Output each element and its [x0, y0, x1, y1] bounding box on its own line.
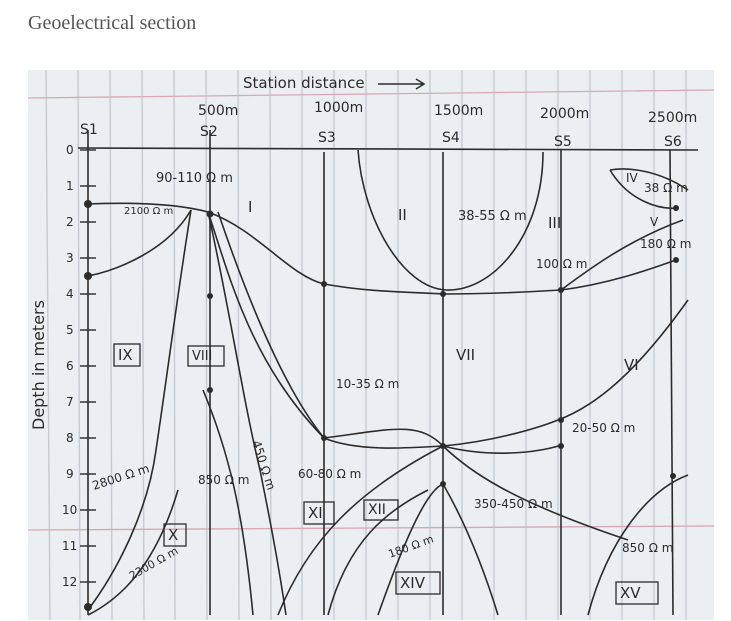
- depth-tick-label: 10: [62, 503, 77, 517]
- depth-tick-label: 3: [66, 251, 74, 265]
- station-name: S1: [80, 122, 98, 138]
- station-name: S2: [200, 124, 218, 140]
- depth-tick-label: 9: [66, 467, 74, 481]
- resistivity-label: 350-450 Ω m: [474, 497, 553, 511]
- resistivity-label: 2100 Ω m: [124, 206, 173, 217]
- resistivity-label: 38-55 Ω m: [458, 209, 527, 224]
- depth-tick-label: 0: [66, 143, 74, 157]
- zone-numeral: XI: [308, 504, 323, 522]
- zone-numeral: VI: [624, 356, 639, 374]
- depth-tick-label: 7: [66, 395, 74, 409]
- zone-numeral: III: [548, 214, 561, 232]
- arrow-icon: [378, 78, 426, 90]
- data-points: [84, 200, 679, 611]
- depth-tick-label: 1: [66, 179, 74, 193]
- depth-tick-label: 2: [66, 215, 74, 229]
- zone-numeral: II: [398, 206, 407, 224]
- margin-lines: [28, 89, 714, 531]
- station-distance: 1000m: [314, 100, 363, 116]
- page-title: Geoelectrical section: [28, 12, 197, 34]
- zone-numeral: VII: [456, 346, 475, 364]
- station-labels: S1 500m S2 1000m S3 1500m S4 2000m S5 25…: [80, 100, 697, 150]
- station-distance: 1500m: [434, 103, 483, 119]
- zone-numeral: X: [168, 526, 178, 544]
- resistivity-label: 100 Ω m: [536, 257, 587, 271]
- station-distance: 2000m: [540, 106, 589, 122]
- depth-tick-label: 6: [66, 359, 74, 373]
- resistivity-label: 850 Ω m: [198, 473, 249, 487]
- depth-numbers: 0 1 2 3 4 5 6 7 8 9 10 11 12: [62, 143, 77, 589]
- resistivity-label: 90-110 Ω m: [156, 171, 233, 186]
- depth-tick-label: 5: [66, 323, 74, 337]
- zone-numeral: IX: [118, 346, 133, 364]
- zone-numeral: XV: [620, 584, 641, 602]
- resistivity-label: 180 Ω m: [640, 237, 691, 251]
- station-name: S6: [664, 134, 682, 150]
- section-frame: [77, 130, 699, 616]
- zone-boxes: [113, 343, 659, 605]
- resistivity-label: 850 Ω m: [622, 541, 673, 555]
- resistivity-label: 60-80 Ω m: [298, 467, 361, 481]
- resistivity-label: 38 Ω m: [644, 181, 688, 195]
- station-distance: 2500m: [648, 110, 697, 126]
- depth-tick-label: 12: [62, 575, 77, 589]
- depth-tick-label: 8: [66, 431, 74, 445]
- depth-ticks: [80, 149, 96, 583]
- zone-numeral: V: [650, 215, 659, 229]
- layer-boundaries: [87, 149, 689, 616]
- zone-numeral: I: [248, 198, 252, 216]
- geoelectrical-section-drawing: Station distance S1 500m S2 1000m S3 150…: [28, 70, 714, 620]
- station-name: S3: [318, 130, 336, 146]
- station-name: S4: [442, 130, 460, 146]
- zone-numeral: XII: [368, 502, 386, 518]
- zone-numeral: XIV: [400, 574, 426, 592]
- station-name: S5: [554, 134, 572, 150]
- resistivity-label: 20-50 Ω m: [572, 421, 635, 435]
- zone-labels: I II III IV V VI VII VIII IX X XI XII XI…: [118, 171, 659, 602]
- zone-numeral: VIII: [192, 349, 212, 364]
- resistivity-label: 10-35 Ω m: [336, 377, 399, 391]
- zone-numeral: IV: [626, 171, 639, 185]
- station-distance-label: Station distance: [243, 74, 365, 92]
- station-distance: 500m: [198, 103, 238, 119]
- depth-tick-label: 11: [62, 539, 77, 553]
- depth-tick-label: 4: [66, 287, 74, 301]
- depth-axis-label: Depth in meters: [29, 300, 48, 430]
